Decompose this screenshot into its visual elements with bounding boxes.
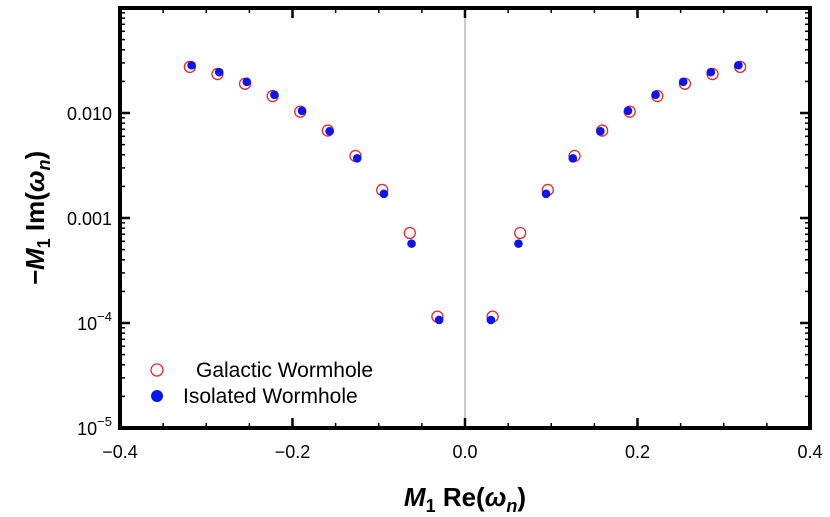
data-point bbox=[297, 106, 307, 116]
y-tick-label: 0.001 bbox=[67, 209, 112, 229]
y-title-var: −M bbox=[20, 247, 50, 285]
y-tick-exponent: −4 bbox=[97, 309, 112, 324]
data-point bbox=[514, 226, 527, 240]
x-title-close: ) bbox=[517, 482, 526, 512]
data-point bbox=[514, 239, 523, 248]
data-point bbox=[352, 154, 362, 163]
y-title-greek: ω bbox=[20, 170, 50, 192]
data-point bbox=[541, 189, 551, 199]
x-axis-title: M1 Re(ωn) bbox=[404, 482, 526, 516]
data-point bbox=[678, 77, 688, 87]
y-tick-base: 10 bbox=[77, 314, 97, 334]
y-title-sub: 1 bbox=[34, 238, 54, 248]
y-tick-exponent: −5 bbox=[97, 414, 112, 429]
y-title-close: ) bbox=[20, 151, 50, 160]
y-tick-label: 0.010 bbox=[67, 104, 112, 124]
x-tick-label: 0.2 bbox=[625, 442, 650, 462]
y-title-text: Im( bbox=[20, 192, 50, 239]
data-point bbox=[596, 126, 605, 136]
x-tick-label: −0.4 bbox=[102, 442, 138, 462]
data-point bbox=[407, 239, 416, 248]
data-point bbox=[214, 67, 224, 77]
legend-marker bbox=[150, 363, 164, 377]
x-tick-label: −0.2 bbox=[275, 442, 311, 462]
data-point bbox=[403, 226, 416, 240]
x-title-var: M bbox=[404, 482, 427, 512]
data-point bbox=[434, 315, 444, 325]
x-title-text: Re( bbox=[436, 482, 485, 512]
y-axis-title: −M1 Im(ωn) bbox=[20, 151, 54, 285]
x-title-greek: ω bbox=[485, 482, 507, 512]
y-tick-label: 10−5 bbox=[77, 414, 112, 439]
x-tick-label: 0.4 bbox=[797, 442, 822, 462]
data-point bbox=[486, 315, 496, 325]
legend-label: Galactic Wormhole bbox=[196, 359, 373, 382]
plot-area bbox=[183, 8, 747, 428]
data-point bbox=[270, 90, 279, 100]
y-title-greek-sub: n bbox=[34, 159, 54, 170]
x-tick-label: 0.0 bbox=[452, 442, 477, 462]
data-point bbox=[706, 67, 716, 77]
data-point bbox=[734, 60, 743, 70]
data-point bbox=[379, 189, 389, 199]
x-title-sub: 1 bbox=[426, 496, 436, 516]
legend-label: Isolated Wormhole bbox=[183, 385, 358, 408]
data-point bbox=[651, 90, 660, 100]
data-point bbox=[187, 60, 196, 70]
data-point bbox=[568, 154, 578, 163]
data-point bbox=[325, 126, 334, 136]
series-2 bbox=[187, 60, 743, 325]
legend-marker bbox=[151, 390, 163, 402]
y-tick-label: 10−4 bbox=[77, 309, 112, 334]
x-title-greek-sub: n bbox=[506, 496, 517, 516]
data-point bbox=[623, 106, 633, 116]
y-tick-base: 10 bbox=[77, 419, 97, 439]
data-point bbox=[242, 77, 252, 87]
